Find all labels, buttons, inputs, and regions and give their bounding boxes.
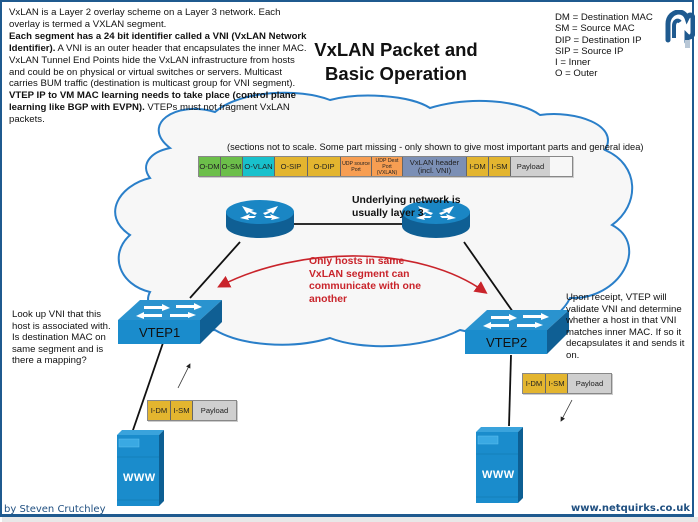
intro-text: VxLAN is a Layer 2 overlay scheme on a L…	[9, 7, 309, 126]
packet-seg-label: O-DIP	[313, 161, 335, 171]
packet-seg-i-dm: I-DM	[467, 157, 489, 176]
packet-seg-label: I-DM	[469, 161, 486, 171]
packet-seg-label: O-SM	[221, 161, 242, 171]
packet-note: (sections not to scale. Some part missin…	[227, 142, 644, 152]
router-1-icon[interactable]	[226, 200, 294, 238]
abbreviation-legend: DM = Destination MAC SM = Source MAC DIP…	[555, 12, 653, 80]
author-credit: by Steven Crutchley	[4, 504, 106, 515]
link-r1-vtep1	[189, 241, 241, 299]
packet-seg-i-sm: I-SM	[489, 157, 511, 176]
underlay-note: Underlying network is usually layer 3	[352, 195, 461, 219]
packet-seg-o-vlan: O-VLAN	[243, 157, 275, 176]
packet-seg-label: Payload	[516, 161, 545, 171]
site-link[interactable]: www.netquirks.co.uk	[571, 503, 690, 514]
packet-seg-label: Payload	[200, 405, 229, 415]
legend-item: DIP = Destination IP	[555, 34, 642, 46]
server-1-icon[interactable]	[117, 430, 164, 506]
server-2-icon[interactable]	[476, 427, 523, 503]
packet-seg-label: O-VLAN	[244, 161, 273, 171]
inner-seg-payload: Payload	[193, 401, 236, 420]
vtep2-switch-icon[interactable]	[465, 310, 569, 354]
packet-seg-udp-dst: UDP Dest Port (VXLAN)	[372, 157, 403, 176]
inner-packet-receiver: I-DM I-SM Payload	[522, 373, 612, 394]
link-r2-vtep2	[463, 241, 514, 313]
legend-item: SIP = Source IP	[555, 45, 624, 57]
vtep2-label: VTEP2	[486, 335, 528, 350]
server-2-label: WWW	[482, 469, 515, 481]
intro-p3-bold: VTEP IP to VM MAC learning needs to take…	[9, 90, 296, 114]
intro-p3-rest: VTEPs must not fragment VxLAN packets.	[9, 102, 290, 126]
packet-seg-o-dm: O-DM	[199, 157, 221, 176]
page-title: VxLAN Packet and Basic Operation	[314, 39, 478, 84]
vtep1-label: VTEP1	[139, 325, 181, 340]
server-1-label: WWW	[123, 472, 156, 484]
packet-seg-label: Payload	[575, 378, 604, 388]
segment-arrow	[217, 255, 488, 294]
vtep1-description: Look up VNI that this host is associated…	[12, 309, 111, 367]
packet-seg-label: UDP Dest Port (VXLAN)	[375, 157, 399, 176]
packet-seg-udp-src: UDP source Port	[341, 157, 372, 176]
inner-seg-i-dm: I-DM	[148, 401, 171, 420]
packet-seg-o-dip: O-DIP	[308, 157, 341, 176]
intro-p2-rest: A VNI is an outer header that encapsulat…	[9, 42, 307, 90]
packet-seg-label: I-SM	[491, 161, 508, 171]
netquirks-logo-icon	[665, 10, 695, 48]
packet-seg-label: I-SM	[548, 378, 565, 388]
segment-note: Only hosts in same VxLAN segment can com…	[309, 256, 422, 305]
packet-seg-label: O-DM	[199, 161, 220, 171]
legend-item: I = Inner	[555, 57, 591, 69]
packet-seg-label: I-SM	[173, 405, 190, 415]
vtep2-description: Upon receipt, VTEP will validate VNI and…	[566, 292, 685, 361]
packet-seg-label: VxLAN header (incl. VNI)	[409, 157, 460, 175]
packet-seg-payload: Payload	[511, 157, 550, 176]
router-2-icon[interactable]	[402, 200, 470, 238]
intro-p2-bold: Each segment has a 24 bit identifier cal…	[9, 30, 307, 54]
up-arrow	[177, 363, 191, 389]
vxlan-packet: O-DM O-SM O-VLAN O-SIP O-DIP UDP source …	[198, 156, 573, 177]
intro-p1: VxLAN is a Layer 2 overlay scheme on a L…	[9, 7, 281, 30]
inner-seg-i-dm: I-DM	[523, 374, 546, 393]
packet-seg-label: UDP source Port	[342, 160, 370, 173]
packet-seg-label: I-DM	[525, 378, 543, 388]
inner-seg-i-sm: I-SM	[171, 401, 193, 420]
frame-shadow	[2, 517, 698, 522]
link-vtep2-server2	[508, 354, 512, 427]
inner-seg-payload: Payload	[568, 374, 611, 393]
down-arrow	[560, 399, 573, 422]
packet-seg-o-sm: O-SM	[221, 157, 243, 176]
inner-seg-i-sm: I-SM	[546, 374, 568, 393]
legend-item: DM = Destination MAC	[555, 12, 653, 23]
inner-packet-sender: I-DM I-SM Payload	[147, 400, 237, 421]
legend-item: O = Outer	[555, 68, 598, 80]
packet-seg-vxlan-header: VxLAN header (incl. VNI)	[403, 157, 467, 176]
packet-seg-o-sip: O-SIP	[275, 157, 308, 176]
packet-seg-label: I-DM	[150, 405, 168, 415]
link-vtep1-server1	[131, 339, 165, 434]
vtep1-switch-icon[interactable]	[118, 300, 222, 344]
packet-seg-label: O-SIP	[280, 161, 302, 171]
legend-item: SM = Source MAC	[555, 23, 635, 35]
